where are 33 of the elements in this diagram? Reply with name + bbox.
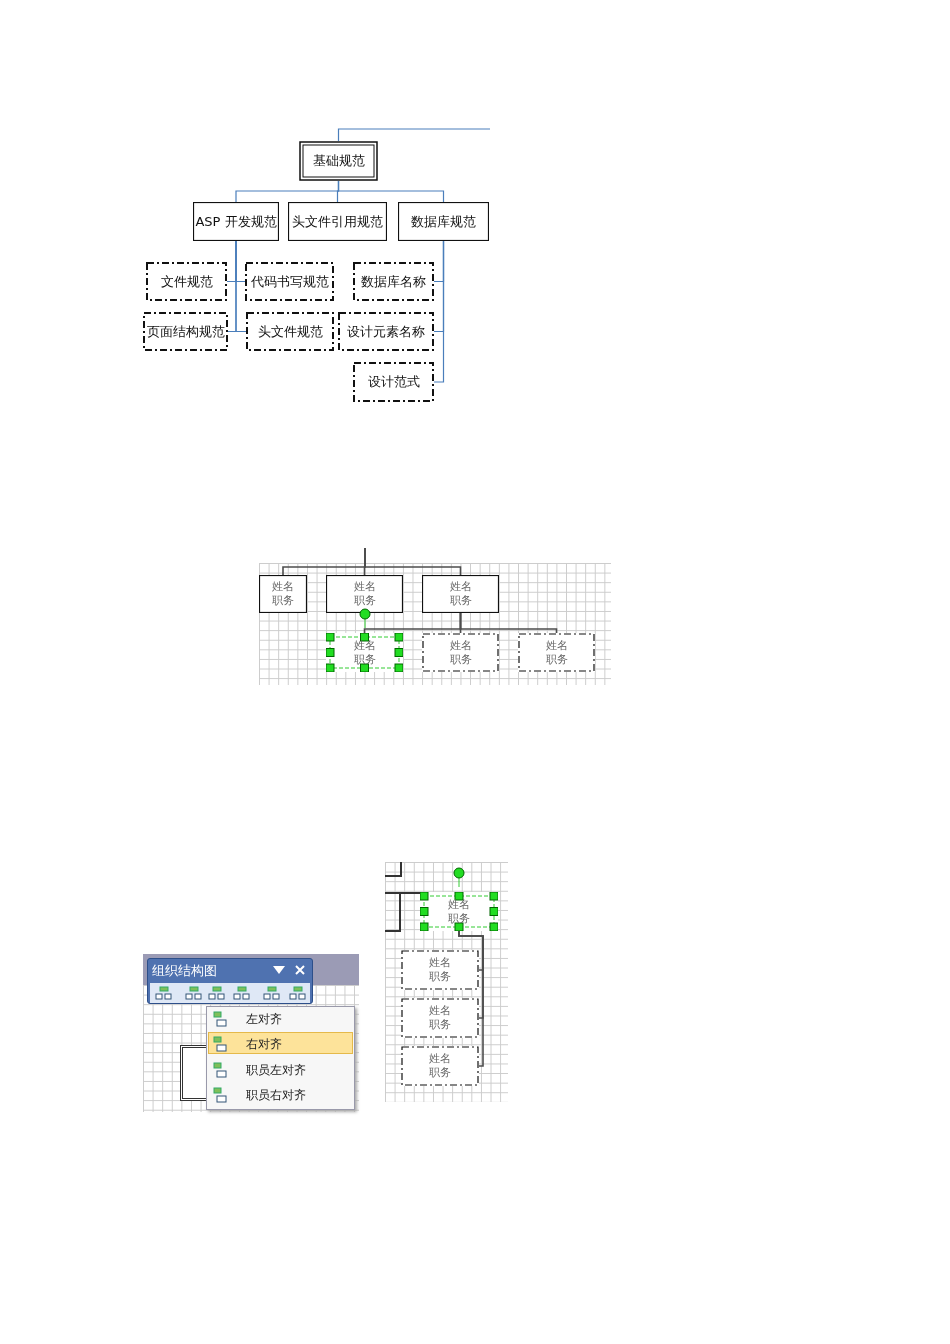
item-box: 页面结构规范 xyxy=(143,312,228,351)
item-box: 数据库名称 xyxy=(353,262,434,301)
panel-title: 组织结构图 xyxy=(152,962,217,980)
org-shape: 姓名职务 xyxy=(326,575,403,613)
category-box: 头文件引用规范 xyxy=(288,202,387,241)
selected-org-shape: 姓名职务 xyxy=(326,633,403,672)
org-shape: 姓名职务 xyxy=(401,950,479,990)
item-box: 设计范式 xyxy=(353,362,434,402)
org-shape: 姓名职务 xyxy=(518,633,595,672)
item-box: 头文件规范 xyxy=(246,312,334,351)
item-box: 文件规范 xyxy=(146,262,227,301)
item-box: 代码书写规范 xyxy=(245,262,334,301)
org-shape: 姓名职务 xyxy=(422,575,499,613)
org-shape: 姓名职务 xyxy=(259,575,307,613)
connector-line xyxy=(433,240,445,383)
root-box: 基础规范 xyxy=(299,141,378,181)
connector-line xyxy=(337,128,491,142)
item-box: 设计元素名称 xyxy=(338,312,434,351)
org-shape: 姓名职务 xyxy=(422,633,499,672)
menu-item: 左对齐 xyxy=(246,1011,282,1028)
org-shape: 姓名职务 xyxy=(401,998,479,1038)
connector-line xyxy=(459,612,558,634)
org-shape: 姓名职务 xyxy=(401,1046,479,1086)
connector-line xyxy=(364,547,462,576)
category-box: ASP 开发规范 xyxy=(193,202,279,241)
category-box: 数据库规范 xyxy=(398,202,489,241)
connector-line xyxy=(458,930,484,1067)
menu-item: 职员右对齐 xyxy=(246,1087,306,1104)
menu-item: 右对齐 xyxy=(246,1036,282,1053)
connector-line xyxy=(235,240,247,333)
selected-org-shape: 姓名职务 xyxy=(420,892,498,931)
menu-item: 职员左对齐 xyxy=(246,1062,306,1079)
connector-line xyxy=(337,180,445,203)
